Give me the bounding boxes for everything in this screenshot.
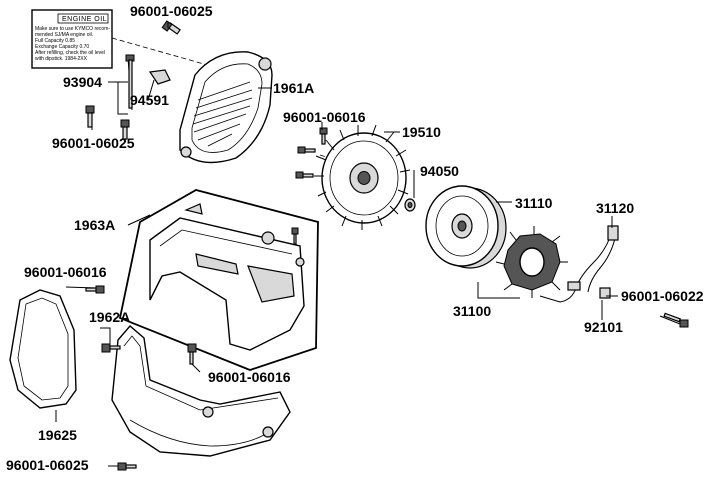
pulser-wire-icon	[539, 225, 619, 303]
cooling-fan-icon	[314, 124, 411, 230]
part-number-shroud-a: 1963A	[74, 217, 115, 233]
clamp-icon	[599, 287, 611, 299]
label-plate-line: Make sure to use KYMCO recom-	[35, 26, 110, 32]
part-number-bolt-bottom: 96001-06025	[6, 457, 89, 473]
bolt-icon	[291, 227, 299, 245]
bolt-icon	[85, 285, 105, 294]
label-plate-line: Exchange Capacity 0.70	[35, 44, 89, 50]
bolt-icon	[117, 462, 137, 471]
part-number-bolt-top: 96001-06025	[130, 3, 213, 19]
part-number-labels: 96001-06025 93904 94591 96001-06025 1961…	[6, 3, 704, 473]
fan-cover-icon	[179, 51, 273, 164]
part-number-pulser: 31120	[596, 200, 634, 216]
bolt-icon	[125, 54, 135, 111]
part-number-flywheel: 31110	[515, 195, 553, 211]
bolt-icon	[187, 343, 197, 365]
part-number-bolt-left-lower: 96001-06025	[52, 135, 135, 151]
bolt-icon	[120, 119, 130, 140]
label-plate-line: with dipstick. 1984-2XX	[35, 56, 88, 62]
part-number-magneto: 31100	[453, 303, 491, 319]
bolt-icon	[101, 343, 121, 353]
fan-cover-grille	[192, 81, 253, 147]
bolt-icon	[85, 105, 95, 128]
lower-shroud-icon	[111, 325, 291, 457]
bolt-icon	[295, 171, 314, 179]
assembly-guide-line	[111, 37, 219, 69]
part-number-bolt-fan: 96001-06016	[283, 109, 366, 125]
part-number-gasket: 19625	[38, 427, 77, 443]
flywheel-icon	[425, 185, 507, 269]
bolt-icon	[319, 127, 328, 145]
label-plate-line: After refilling, check the oil level	[35, 50, 105, 56]
clip-icon	[148, 69, 171, 85]
part-number-clamp: 92101	[584, 319, 623, 335]
shroud-group-box	[118, 189, 319, 371]
label-plate-line: mended SJ/MA engine oil.	[35, 32, 93, 38]
bolt-icon	[161, 20, 181, 35]
part-number-bolt-shroud-left: 96001-06016	[24, 264, 107, 280]
bolt-icon	[659, 312, 689, 328]
leader-lines	[55, 22, 618, 467]
engine-oil-label-plate: ENGINE OIL Make sure to use KYMCO recom-…	[31, 9, 113, 69]
part-number-clip: 94591	[130, 92, 169, 108]
part-number-bolt-left: 93904	[63, 74, 102, 90]
part-number-fan: 19510	[402, 124, 441, 140]
part-number-bolt-shroud: 96001-06016	[208, 369, 291, 385]
part-number-bolt-right: 96001-06022	[621, 288, 704, 304]
label-plate-heading: ENGINE OIL	[62, 16, 107, 23]
nut-icon	[404, 198, 416, 212]
part-number-fan-cover: 1961A	[273, 80, 314, 96]
air-shroud-icon	[149, 203, 305, 351]
fan-blades	[314, 124, 411, 230]
bolt-icon	[297, 146, 316, 154]
part-number-nut: 94050	[420, 163, 459, 179]
stator-coil-icon	[495, 226, 568, 298]
label-plate-line: Full Capacity 0.85	[35, 38, 75, 44]
part-number-shroud-b: 1962A	[89, 309, 130, 325]
gasket-icon	[9, 289, 77, 409]
